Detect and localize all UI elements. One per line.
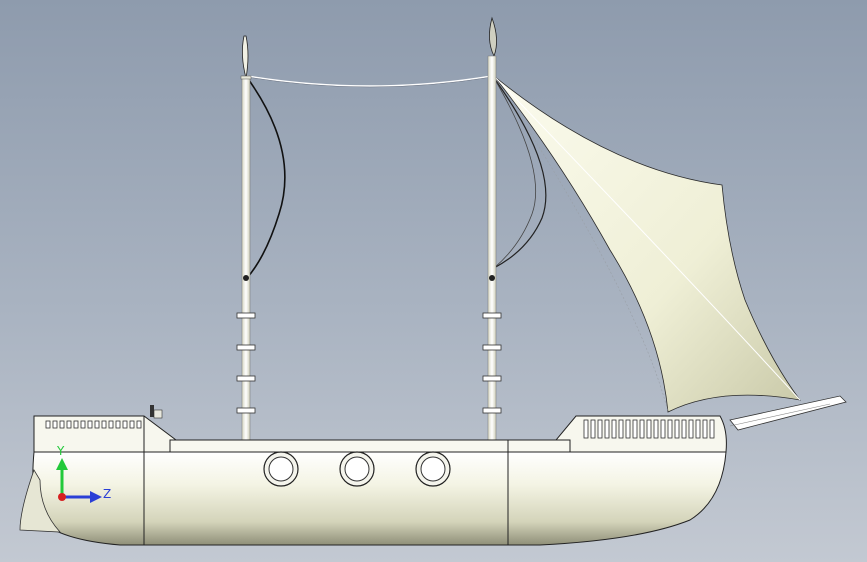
window-slot (52, 420, 58, 429)
window-slot (136, 420, 142, 429)
window-slot (590, 419, 596, 439)
rigging-line-shadow (246, 76, 493, 88)
window-slot (597, 419, 603, 439)
window-slot (87, 420, 93, 429)
window-slot (80, 420, 86, 429)
bowsprit (729, 395, 847, 431)
main-sail (493, 75, 801, 413)
fore-sail-curve (245, 75, 286, 279)
fore-window-row (583, 419, 715, 439)
window-slot (59, 420, 65, 429)
window-slot (618, 419, 624, 439)
window-slot (73, 420, 79, 429)
porthole (339, 451, 375, 487)
aft-sail-curve-2 (493, 77, 537, 269)
window-slot (709, 419, 715, 439)
window-slot (604, 419, 610, 439)
window-slot (583, 419, 589, 439)
fore-mast (236, 35, 256, 443)
window-slot (695, 419, 701, 439)
forestay-line (493, 75, 801, 401)
triad-z-label: Z (103, 487, 111, 501)
window-slot (688, 419, 694, 439)
window-slot (108, 420, 114, 429)
triad-y-label: Y (56, 444, 65, 458)
window-slot (625, 419, 631, 439)
window-slot (632, 419, 638, 439)
window-slot (667, 419, 673, 439)
sail-edge-line (493, 75, 669, 413)
window-slot (660, 419, 666, 439)
window-slot (653, 419, 659, 439)
porthole (263, 451, 299, 487)
stern-window-row (45, 420, 142, 429)
aft-sail-curve-1 (493, 77, 547, 269)
window-slot (115, 420, 121, 429)
rigging-line (246, 75, 493, 87)
window-slot (681, 419, 687, 439)
window-slot (66, 420, 72, 429)
window-slot (94, 420, 100, 429)
window-slot (674, 419, 680, 439)
window-slot (129, 420, 135, 429)
window-slot (101, 420, 107, 429)
window-slot (702, 419, 708, 439)
window-slot (639, 419, 645, 439)
porthole (415, 451, 451, 487)
window-slot (611, 419, 617, 439)
reference-triad: Y Z (56, 444, 111, 503)
main-mast (482, 16, 502, 443)
window-slot (45, 420, 51, 429)
window-slot (646, 419, 652, 439)
window-slot (122, 420, 128, 429)
